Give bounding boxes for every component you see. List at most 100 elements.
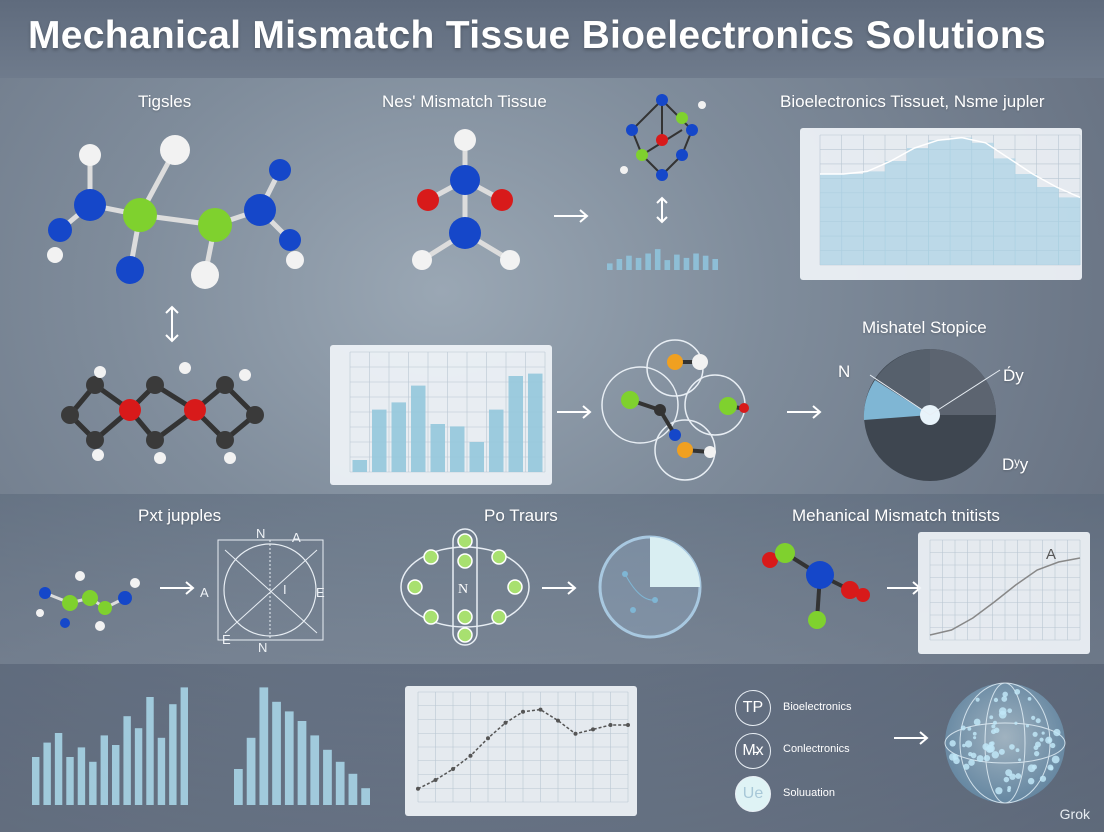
sphere-particle xyxy=(1034,741,1041,748)
bottom-bar-chart-2 xyxy=(234,687,370,805)
pie-chart xyxy=(863,349,1001,481)
area-segment xyxy=(841,174,864,265)
chart-bar xyxy=(508,376,523,472)
title-band xyxy=(0,0,1104,78)
data-point xyxy=(503,720,508,725)
area-segment xyxy=(1058,197,1081,265)
legend-text-bioelectronics: Bioelectronics xyxy=(783,701,852,713)
series-line xyxy=(929,557,1081,636)
chart-bar xyxy=(702,255,709,270)
small-bar-chart xyxy=(607,249,718,270)
bottom-line-chart xyxy=(416,691,630,803)
data-point xyxy=(451,767,455,771)
sphere-particle xyxy=(1001,696,1008,702)
label-pxt: Pxt jupples xyxy=(138,506,222,525)
sphere-particle xyxy=(973,718,981,726)
data-point xyxy=(416,786,420,791)
small-molecule-icon xyxy=(36,571,140,631)
chart-bar xyxy=(32,757,40,805)
data-point xyxy=(521,709,525,714)
chart-bar xyxy=(616,259,623,270)
pie-label-n: N xyxy=(838,362,851,381)
chart-bar xyxy=(372,409,387,472)
sphere-particle xyxy=(1015,773,1022,779)
sphere-particle xyxy=(1018,758,1022,762)
legend-badge-mx: M̵x xyxy=(735,733,771,769)
right-line-chart xyxy=(929,539,1081,641)
data-point xyxy=(556,718,560,723)
sphere-particle xyxy=(976,755,984,763)
diag-label-n-top: N xyxy=(256,526,266,541)
sphere-particle xyxy=(1050,742,1056,749)
sphere-particle xyxy=(953,757,960,765)
label-mehanical: Mehanical Mismatch tnitists xyxy=(792,506,1000,525)
sphere-particle xyxy=(972,731,977,736)
chart-bar xyxy=(123,716,131,805)
chart-bar xyxy=(180,687,188,805)
chart-bar xyxy=(169,704,177,805)
sphere-particle xyxy=(1009,744,1015,750)
chart-bar xyxy=(626,255,632,270)
pie-label-dy1: D́y xyxy=(1003,366,1024,385)
chart-bar xyxy=(246,737,256,805)
sphere-particle xyxy=(1035,718,1041,724)
chart-bar xyxy=(469,442,484,472)
sphere-particle xyxy=(1025,724,1030,728)
chart-bar xyxy=(335,761,345,805)
chart-bar xyxy=(234,769,243,805)
lattice-molecule-icon xyxy=(620,94,706,181)
chart-bar xyxy=(607,263,613,270)
sphere-particle xyxy=(1053,728,1061,737)
ring-molecule-icon xyxy=(61,362,264,464)
atom-ring-diagram: N xyxy=(400,528,530,646)
data-point xyxy=(608,723,613,727)
bottom-line-panel xyxy=(405,686,637,816)
chart-bar xyxy=(645,253,651,270)
label-nes-mismatch: Nes' Mismatch Tissue xyxy=(382,92,547,111)
chart-bar xyxy=(100,735,108,805)
area-segment xyxy=(820,174,843,265)
arrow-right-icon xyxy=(542,581,577,595)
chart-bar xyxy=(683,257,690,270)
sphere-particle xyxy=(970,752,977,759)
sphere-particle xyxy=(1003,776,1010,783)
chart-bar xyxy=(259,687,269,805)
area-segment xyxy=(1036,187,1059,265)
sphere-particle xyxy=(991,751,1000,759)
sphere-particle xyxy=(1007,788,1011,793)
page-title: Mechanical Mismatch Tissue Bioelectronic… xyxy=(28,14,1047,57)
chart-bar xyxy=(66,757,74,805)
sphere-particle xyxy=(1049,766,1054,771)
chart-bar xyxy=(635,257,642,270)
chart-bar xyxy=(297,721,307,805)
sphere-particle xyxy=(1014,721,1018,725)
particle-sphere-icon xyxy=(944,682,1066,804)
sphere-particle xyxy=(1002,691,1008,698)
chart-bar xyxy=(712,259,718,270)
sphere-particle xyxy=(1027,696,1032,701)
sphere-particle xyxy=(1007,708,1013,714)
sphere-particle xyxy=(962,743,966,748)
chart-bar xyxy=(411,385,426,472)
sphere-particle xyxy=(1031,715,1036,720)
diag-label-a-top: A xyxy=(292,530,301,545)
sphere-particle xyxy=(963,763,970,770)
double-arrow-vertical-icon xyxy=(165,305,179,343)
molecule-right-icon xyxy=(762,543,870,629)
chart-bar xyxy=(134,728,143,805)
chart-bar xyxy=(450,426,465,472)
area-segment xyxy=(950,137,973,265)
sphere-particle xyxy=(998,748,1005,755)
sphere-particle xyxy=(975,697,980,702)
chart-bar xyxy=(391,402,406,472)
chart-bar xyxy=(361,788,370,805)
sphere-particle xyxy=(949,740,956,747)
chart-bar xyxy=(352,460,367,472)
sphere-particle xyxy=(983,755,991,762)
label-po: Po Traurs xyxy=(484,506,558,525)
chart-bar xyxy=(674,254,680,270)
arrow-right-icon xyxy=(557,405,592,419)
bottom-bar-chart-1 xyxy=(32,687,188,805)
sphere-particle xyxy=(973,736,977,740)
sphere-particle xyxy=(1033,751,1040,757)
